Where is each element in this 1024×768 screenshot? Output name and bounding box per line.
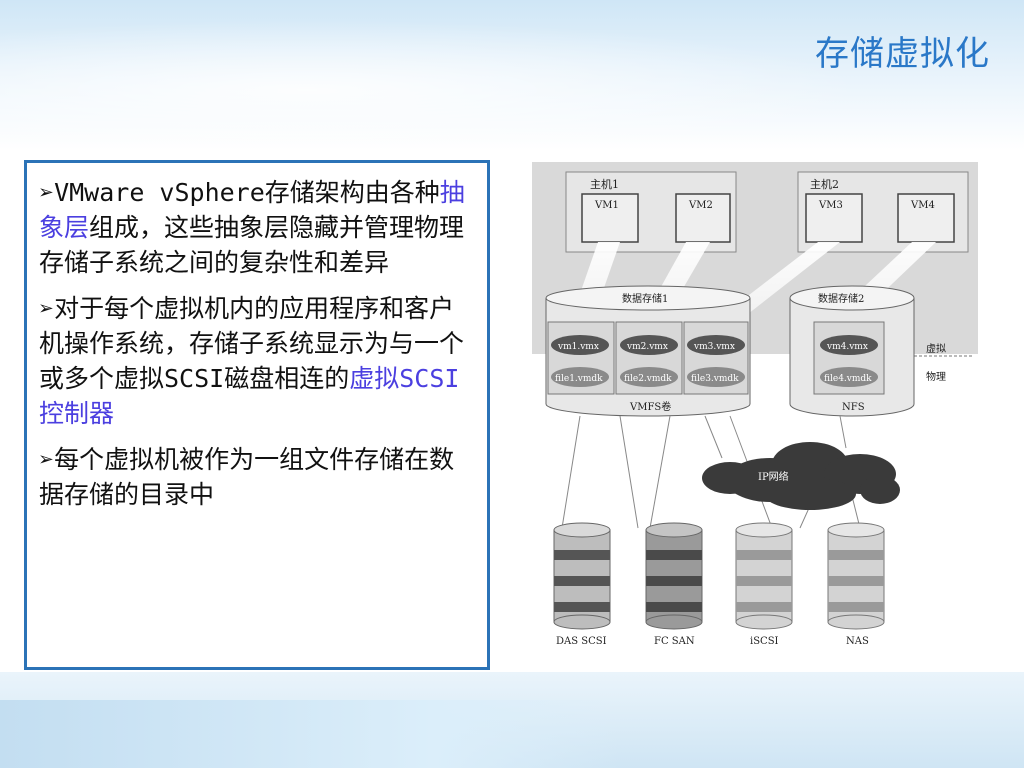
vm-2-label: VM2 [688, 200, 713, 211]
bullet-2: ➢对于每个虚拟机内的应用程序和客户机操作系统，存储子系统显示为与一个或多个虚拟S… [39, 291, 477, 431]
bullet-3-text-a: 每个虚拟机被作为一组文件存储在数据存储的目录中 [39, 445, 455, 509]
vmx-1-pill [551, 335, 609, 355]
vmdk-1-label: file1.vmdk [555, 374, 603, 384]
vmdk-4-label: file4.vmdk [824, 374, 872, 384]
ip-network-label: IP网络 [758, 470, 789, 483]
fc-san-label: FC SAN [654, 636, 695, 647]
vmdk-4-pill [820, 367, 878, 387]
vmdk-2-pill [620, 367, 678, 387]
vm-4-box [897, 193, 955, 243]
vmx-4-pill [820, 335, 878, 355]
iscsi-label: iSCSI [750, 636, 779, 647]
vm-3-box [805, 193, 863, 243]
fc-san-drum [645, 522, 703, 630]
bullet-1: ➢VMware vSphere存储架构由各种抽象层组成，这些抽象层隐藏并管理物理… [39, 175, 477, 280]
storage-architecture-diagram: 主机1 VM1 VM2 主机2 VM3 VM4 数据存储1 VMFS卷 vm1.… [532, 162, 978, 654]
iscsi-drum [735, 522, 793, 630]
vm-1-box [581, 193, 639, 243]
vm-4-label: VM4 [910, 200, 935, 211]
datastore-1-type: VMFS卷 [629, 400, 671, 413]
header-background [0, 0, 1024, 150]
nas-drum [827, 522, 885, 630]
bullet-text-box: ➢VMware vSphere存储架构由各种抽象层组成，这些抽象层隐藏并管理物理… [24, 160, 490, 670]
datastore-2-label: 数据存储2 [818, 292, 864, 305]
nas-label: NAS [846, 636, 869, 647]
vmdk-1-pill [551, 367, 609, 387]
datastore-2-top [789, 285, 915, 311]
vmdk-3-label: file3.vmdk [691, 374, 739, 384]
bullet-arrow-icon: ➢ [39, 445, 55, 474]
vm-3-label: VM3 [818, 200, 843, 211]
datastore-2-type: NFS [842, 402, 865, 413]
ip-network-cloud [702, 442, 900, 510]
das-scsi-label: DAS SCSI [556, 636, 607, 647]
datastore-1-label: 数据存储1 [622, 292, 668, 305]
bullet-arrow-icon: ➢ [39, 178, 55, 207]
vm-2-box [675, 193, 731, 243]
vmdk-2-label: file2.vmdk [624, 374, 672, 384]
bullet-1-text-a: VMware vSphere存储架构由各种 [54, 178, 440, 207]
datastore-1-top [545, 285, 751, 311]
bullet-2-highlight: 虚拟SCSI控制器 [39, 364, 460, 428]
layer-physical-label: 物理 [926, 370, 946, 383]
vmx-2-pill [620, 335, 678, 355]
vmx-2-label: vm2.vmx [626, 342, 668, 352]
bullet-3: ➢每个虚拟机被作为一组文件存储在数据存储的目录中 [39, 442, 477, 512]
vmdk-3-pill [687, 367, 745, 387]
bullet-2-text-a: 对于每个虚拟机内的应用程序和客户机操作系统，存储子系统显示为与一个或多个虚拟SC… [39, 294, 465, 393]
das-scsi-drum [553, 522, 611, 630]
bullet-1-highlight: 抽象层 [39, 178, 465, 242]
bullet-arrow-icon: ➢ [39, 294, 55, 323]
vmx-4-label: vm4.vmx [826, 342, 868, 352]
vmx-3-label: vm3.vmx [693, 342, 735, 352]
host-2-label: 主机2 [810, 177, 839, 191]
footer-band [0, 700, 620, 768]
host-1-label: 主机1 [590, 177, 619, 191]
bullet-1-text-b: 组成，这些抽象层隐藏并管理物理存储子系统之间的复杂性和差异 [39, 213, 465, 277]
layer-virtual-label: 虚拟 [926, 342, 946, 355]
vm-1-label: VM1 [594, 200, 619, 211]
vmx-3-pill [687, 335, 745, 355]
vmx-1-label: vm1.vmx [557, 342, 599, 352]
slide-title: 存储虚拟化 [815, 34, 990, 74]
